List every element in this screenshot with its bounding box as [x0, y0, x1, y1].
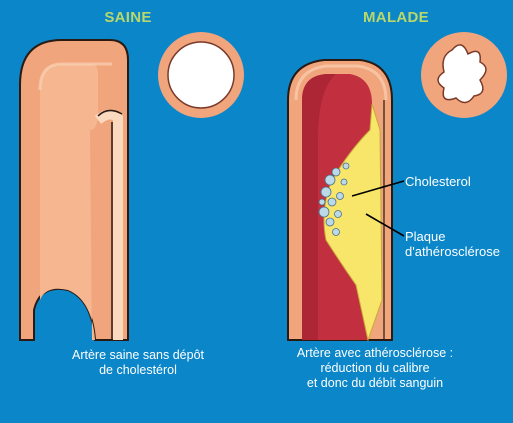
diseased-caption-line: réduction du calibre [265, 361, 485, 376]
diseased-cross-section [421, 32, 507, 118]
healthy-caption-line: Artère saine sans dépôt [38, 348, 238, 363]
healthy-title: SAINE [68, 9, 188, 26]
healthy-caption: Artère saine sans dépôt de cholestérol [38, 348, 238, 378]
healthy-cross-section-lumen [168, 42, 234, 108]
diseased-caption-line: et donc du débit sanguin [265, 376, 485, 391]
healthy-cross-section [158, 32, 244, 118]
healthy-caption-line: de cholestérol [38, 363, 238, 378]
plaque-label: Plaque d'athérosclérose [405, 229, 513, 259]
cholesterol-label: Cholesterol [405, 174, 471, 189]
healthy-artery [20, 40, 128, 340]
diseased-caption-line: Artère avec athérosclérose : [265, 346, 485, 361]
plaque-label-line: Plaque [405, 229, 513, 244]
diseased-title: MALADE [336, 9, 456, 26]
healthy-artery-lumen [40, 64, 98, 340]
diseased-caption: Artère avec athérosclérose : réduction d… [265, 346, 485, 391]
plaque-label-line: d'athérosclérose [405, 244, 513, 259]
diseased-artery [288, 60, 404, 340]
